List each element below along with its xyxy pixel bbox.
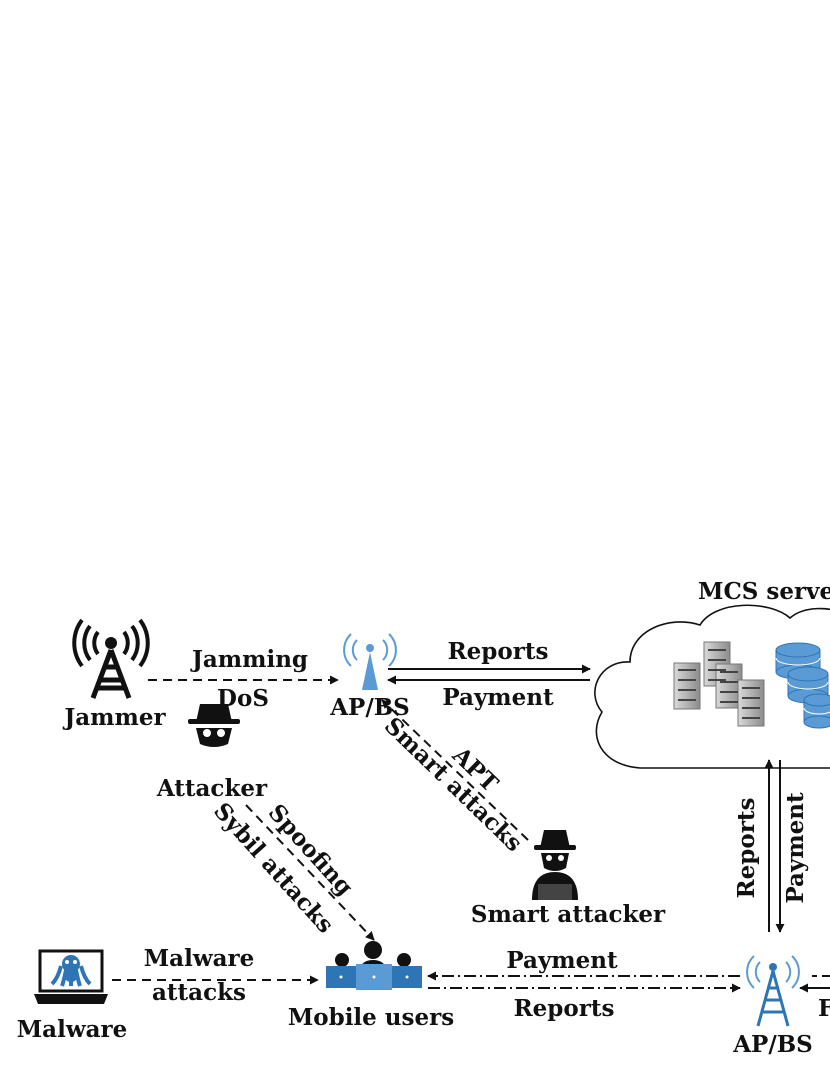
cut-off-label: F bbox=[818, 995, 830, 1022]
smart-attacker-hacker-icon bbox=[532, 830, 578, 900]
ap-bs-bottom-label: AP/BS bbox=[732, 1031, 813, 1058]
jammer-tower-icon bbox=[72, 618, 150, 699]
malware-label: Malware bbox=[17, 1016, 128, 1043]
antenna-icon bbox=[343, 633, 397, 690]
mcs-server-label: MCS serve bbox=[698, 578, 830, 605]
users-icon bbox=[326, 941, 422, 990]
jammer-label: Jammer bbox=[62, 704, 166, 731]
payment-top-label: Payment bbox=[442, 684, 554, 711]
smart-attacks-label: Smart attacks bbox=[379, 712, 528, 857]
jamming-label: Jamming bbox=[190, 646, 308, 673]
reports-bottom-label: Reports bbox=[514, 995, 615, 1022]
reports-top-label: Reports bbox=[448, 638, 549, 665]
hacker-icon bbox=[188, 704, 240, 747]
database-icon bbox=[775, 642, 830, 729]
tower-icon bbox=[746, 955, 800, 1027]
payment-bottom-label: Payment bbox=[506, 947, 618, 974]
server-icon bbox=[673, 641, 765, 727]
ap-bs-top-label: AP/BS bbox=[329, 694, 410, 721]
laptop-virus-icon bbox=[34, 949, 108, 1004]
malware-attacks-label-2: attacks bbox=[152, 979, 246, 1006]
cloud-icon bbox=[594, 604, 830, 769]
mobile-users-label: Mobile users bbox=[288, 1004, 454, 1031]
spoofing-arrow bbox=[245, 804, 375, 941]
smart-attacker-label: Smart attacker bbox=[471, 901, 666, 928]
attacker-label: Attacker bbox=[156, 775, 268, 802]
malware-attacks-label-1: Malware bbox=[144, 945, 255, 972]
apt-arrow bbox=[381, 699, 529, 841]
payment-vertical-label: Payment bbox=[782, 792, 809, 904]
reports-vertical-label: Reports bbox=[733, 798, 760, 899]
